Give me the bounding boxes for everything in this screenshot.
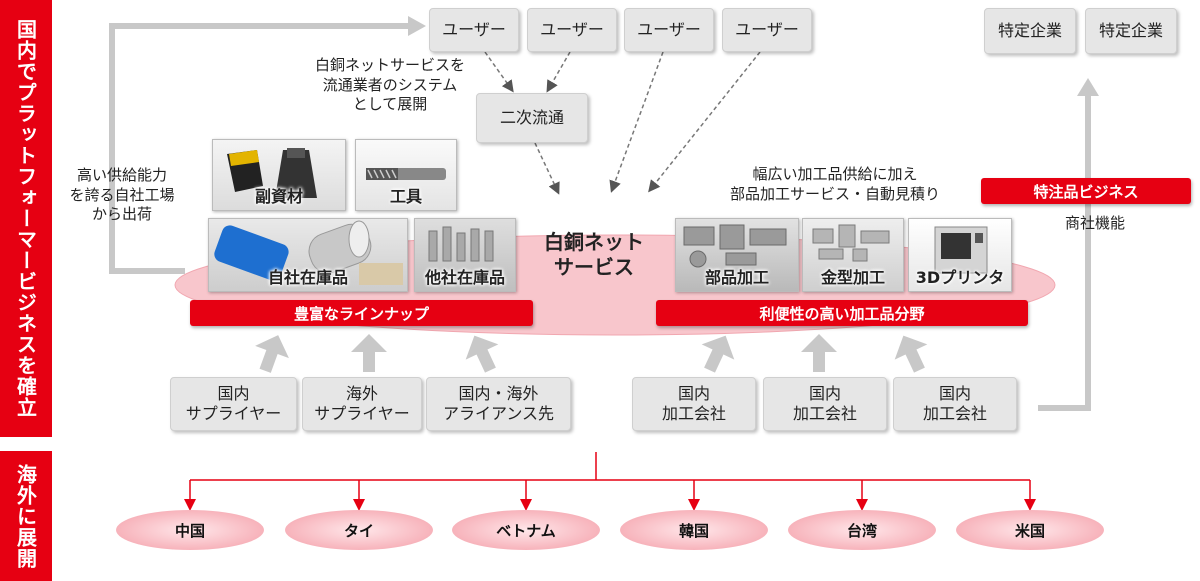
processor-box: 国内加工会社 — [632, 377, 756, 431]
lineup-bar: 豊富なラインナップ — [190, 300, 533, 326]
parts-processing-image: 部品加工 — [675, 218, 799, 292]
tools-label: 工具 — [389, 187, 422, 206]
country-taiwan: 台湾 — [788, 510, 936, 550]
machined-parts-icon — [683, 224, 787, 268]
company-box: 特定企業 — [1085, 8, 1177, 54]
special-order-label: 特注品ビジネス — [981, 178, 1191, 204]
end-mill-icon — [366, 168, 446, 180]
alliance-box: 国内・海外アライアンス先 — [426, 377, 571, 431]
processor-box: 国内加工会社 — [893, 377, 1017, 431]
country-vietnam: ベトナム — [452, 510, 600, 550]
supplier-box: 海外サプライヤー — [302, 377, 422, 431]
other-stock-image: 他社在庫品 — [414, 218, 516, 292]
distributor-note: 白銅ネットサービスを 流通業者のシステム として展開 — [314, 56, 465, 113]
supplier-box: 国内サプライヤー — [170, 377, 297, 431]
mold-processing-image: 金型加工 — [802, 218, 904, 292]
country-korea: 韓国 — [620, 510, 768, 550]
subsidiary-materials-label: 副資材 — [254, 187, 303, 206]
hakudo-net-service-title: 白銅ネット サービス — [544, 230, 644, 279]
processor-box: 国内加工会社 — [763, 377, 887, 431]
processing-note: 幅広い加工品供給に加え 部品加工サービス・自動見積り — [729, 165, 940, 203]
own-stock-label: 自社在庫品 — [267, 268, 348, 287]
user-box: ユーザー — [722, 8, 812, 52]
country-usa: 米国 — [956, 510, 1104, 550]
overseas-side-label: 海外に展開 — [0, 451, 52, 581]
domestic-side-label: 国内でプラットフォーマービジネスを確立 — [0, 0, 52, 437]
mold-parts-icon — [812, 224, 890, 262]
factory-note: 高い供給能力 を誇る自社工場 から出荷 — [69, 166, 175, 223]
tools-image: 工具 — [355, 139, 457, 211]
secondary-distribution-box: 二次流通 — [476, 93, 588, 143]
processing-bar: 利便性の高い加工品分野 — [656, 300, 1028, 326]
parts-processing-label: 部品加工 — [704, 268, 769, 287]
company-box: 特定企業 — [984, 8, 1076, 54]
country-china: 中国 — [116, 510, 264, 550]
round-bar-icon — [214, 220, 403, 285]
country-thailand: タイ — [285, 510, 433, 550]
glove-apron-icon — [227, 148, 317, 198]
other-stock-label: 他社在庫品 — [424, 268, 505, 287]
fasteners-icon — [428, 226, 494, 262]
3d-printer-label: 3Dプリンタ — [915, 268, 1005, 287]
user-box: ユーザー — [429, 8, 519, 52]
own-stock-image: 自社在庫品 — [208, 218, 408, 292]
trading-note: 商社機能 — [1064, 214, 1125, 232]
mold-processing-label: 金型加工 — [820, 268, 885, 287]
subsidiary-materials-image: 副資材 — [212, 139, 346, 211]
user-box: ユーザー — [527, 8, 617, 52]
3d-printer-image: 3Dプリンタ — [908, 218, 1012, 292]
3d-printer-icon — [934, 226, 988, 274]
user-box: ユーザー — [624, 8, 714, 52]
